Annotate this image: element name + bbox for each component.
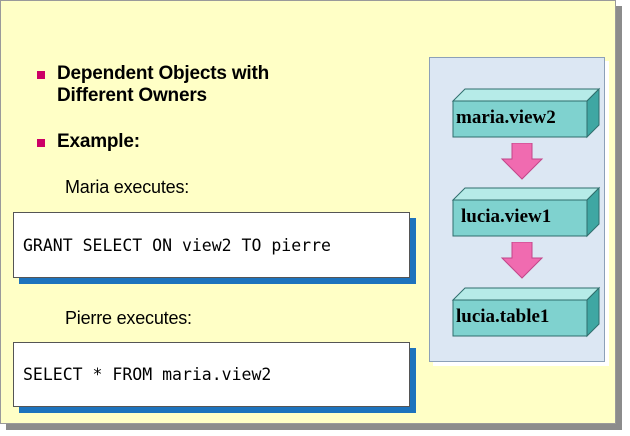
node-label: lucia.view1	[461, 206, 552, 227]
bullet-text: Dependent Objects with Different Owners	[57, 63, 269, 107]
diagram-node-maria-view2: maria.view2	[447, 85, 603, 143]
maria-code-block: GRANT SELECT ON view2 TO pierre	[13, 212, 416, 284]
bullet-text: Example:	[57, 131, 140, 152]
bullet-line-1: Dependent Objects with	[57, 63, 270, 84]
maria-code: GRANT SELECT ON view2 TO pierre	[13, 212, 410, 278]
pierre-code: SELECT * FROM maria.view2	[13, 342, 410, 407]
node-label: maria.view2	[456, 107, 556, 128]
bullet-square-icon	[37, 71, 45, 79]
pierre-caption: Pierre executes:	[65, 308, 192, 328]
down-arrow-icon	[500, 142, 544, 181]
bullet-square-icon	[37, 139, 45, 147]
diagram-node-lucia-view1: lucia.view1	[447, 184, 603, 242]
box-3d-shape	[451, 286, 601, 338]
diagram-node-lucia-table1: lucia.table1	[447, 284, 603, 342]
down-arrow-icon	[500, 241, 544, 280]
bullet-example: Example:	[37, 131, 140, 153]
box-3d-shape	[451, 186, 601, 238]
bullet-line-2: Different Owners	[57, 85, 207, 106]
box-3d-shape	[451, 87, 601, 139]
bullet-dependent-objects: Dependent Objects with Different Owners	[37, 63, 269, 107]
node-label: lucia.table1	[456, 306, 550, 327]
maria-caption: Maria executes:	[65, 177, 190, 197]
pierre-code-block: SELECT * FROM maria.view2	[13, 342, 416, 413]
